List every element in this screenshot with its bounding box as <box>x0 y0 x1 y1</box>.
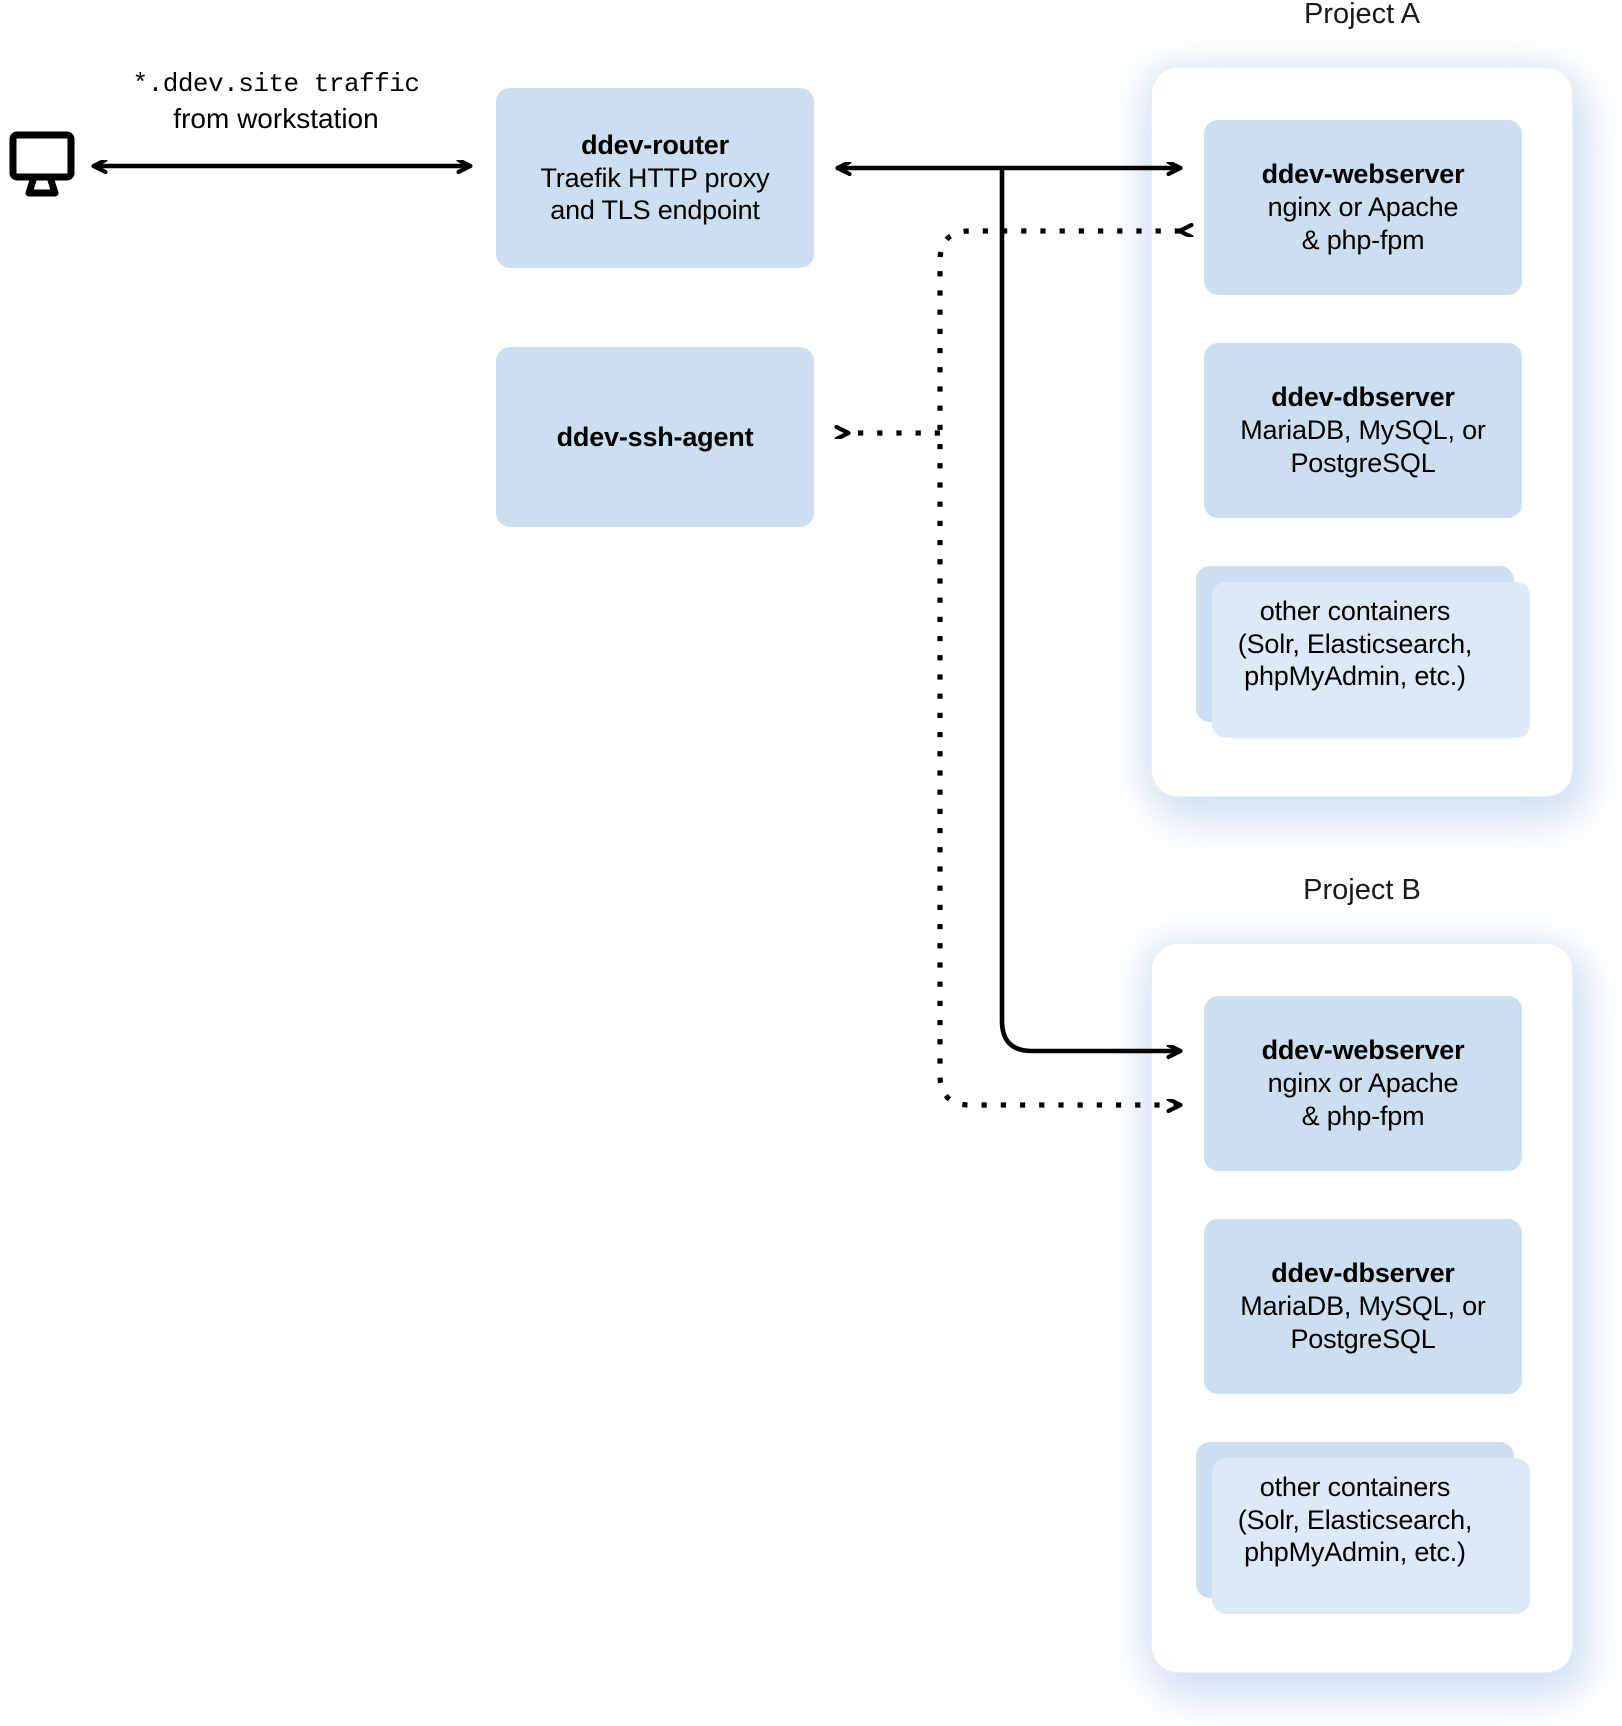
node-project-a-other-containers[interactable]: other containers (Solr, Elasticsearch, p… <box>1196 566 1530 738</box>
project-a-webserver-title: ddev-webserver <box>1261 159 1465 190</box>
project-b-webserver-sub-line1: nginx or Apache <box>1267 1068 1459 1099</box>
monitor-icon <box>9 131 75 197</box>
node-ddev-ssh-agent[interactable]: ddev-ssh-agent <box>496 347 814 527</box>
project-b-dbserver-sub-line2: PostgreSQL <box>1290 1323 1436 1354</box>
project-a-dbserver-title: ddev-dbserver <box>1271 382 1455 413</box>
project-a-label: Project A <box>1303 0 1421 30</box>
project-b-dbserver-sub-line1: MariaDB, MySQL, or <box>1240 1291 1486 1322</box>
project-a-webserver-sub-line1: nginx or Apache <box>1267 192 1459 223</box>
edge-router-webservers-solid <box>838 168 1180 1051</box>
project-b-other-containers-sub-line2: phpMyAdmin, etc.) <box>1244 1537 1466 1568</box>
project-a-dbserver-sub-line1: MariaDB, MySQL, or <box>1240 415 1486 446</box>
node-project-b-other-containers[interactable]: other containers (Solr, Elasticsearch, p… <box>1196 1442 1530 1614</box>
traffic-label-line2: from workstation <box>173 103 379 135</box>
project-b-webserver-title: ddev-webserver <box>1261 1035 1465 1066</box>
project-b-webserver-sub-line2: & php-fpm <box>1301 1100 1425 1131</box>
node-project-b-dbserver[interactable]: ddev-dbserver MariaDB, MySQL, or Postgre… <box>1204 1219 1522 1394</box>
project-a-dbserver-sub-line2: PostgreSQL <box>1290 447 1436 478</box>
project-a-webserver-sub-line2: & php-fpm <box>1301 224 1425 255</box>
traffic-label: *.ddev.site traffic from workstation <box>86 68 466 137</box>
project-a-other-containers-sub-line2: phpMyAdmin, etc.) <box>1244 661 1466 692</box>
project-b-other-containers-sub-line1: (Solr, Elasticsearch, <box>1237 1504 1473 1535</box>
ddev-router-sub-line1: Traefik HTTP proxy <box>540 162 770 193</box>
ddev-router-sub-line2: and TLS endpoint <box>550 195 760 226</box>
project-a-other-containers-title: other containers <box>1259 595 1451 626</box>
project-b-other-containers-title: other containers <box>1259 1471 1451 1502</box>
traffic-label-line1: *.ddev.site traffic <box>132 69 420 99</box>
project-b-dbserver-title: ddev-dbserver <box>1271 1258 1455 1289</box>
node-project-a-dbserver[interactable]: ddev-dbserver MariaDB, MySQL, or Postgre… <box>1204 343 1522 518</box>
ddev-router-title: ddev-router <box>581 129 729 160</box>
node-project-b-webserver[interactable]: ddev-webserver nginx or Apache & php-fpm <box>1204 996 1522 1171</box>
node-project-a-webserver[interactable]: ddev-webserver nginx or Apache & php-fpm <box>1204 120 1522 295</box>
node-ddev-router[interactable]: ddev-router Traefik HTTP proxy and TLS e… <box>496 88 814 268</box>
project-b-label: Project B <box>1303 874 1421 906</box>
edge-webservers-ssh-agent-dotted <box>848 231 1180 1105</box>
project-a-other-containers-sub-line1: (Solr, Elasticsearch, <box>1237 628 1473 659</box>
ddev-ssh-agent-title: ddev-ssh-agent <box>556 421 754 452</box>
